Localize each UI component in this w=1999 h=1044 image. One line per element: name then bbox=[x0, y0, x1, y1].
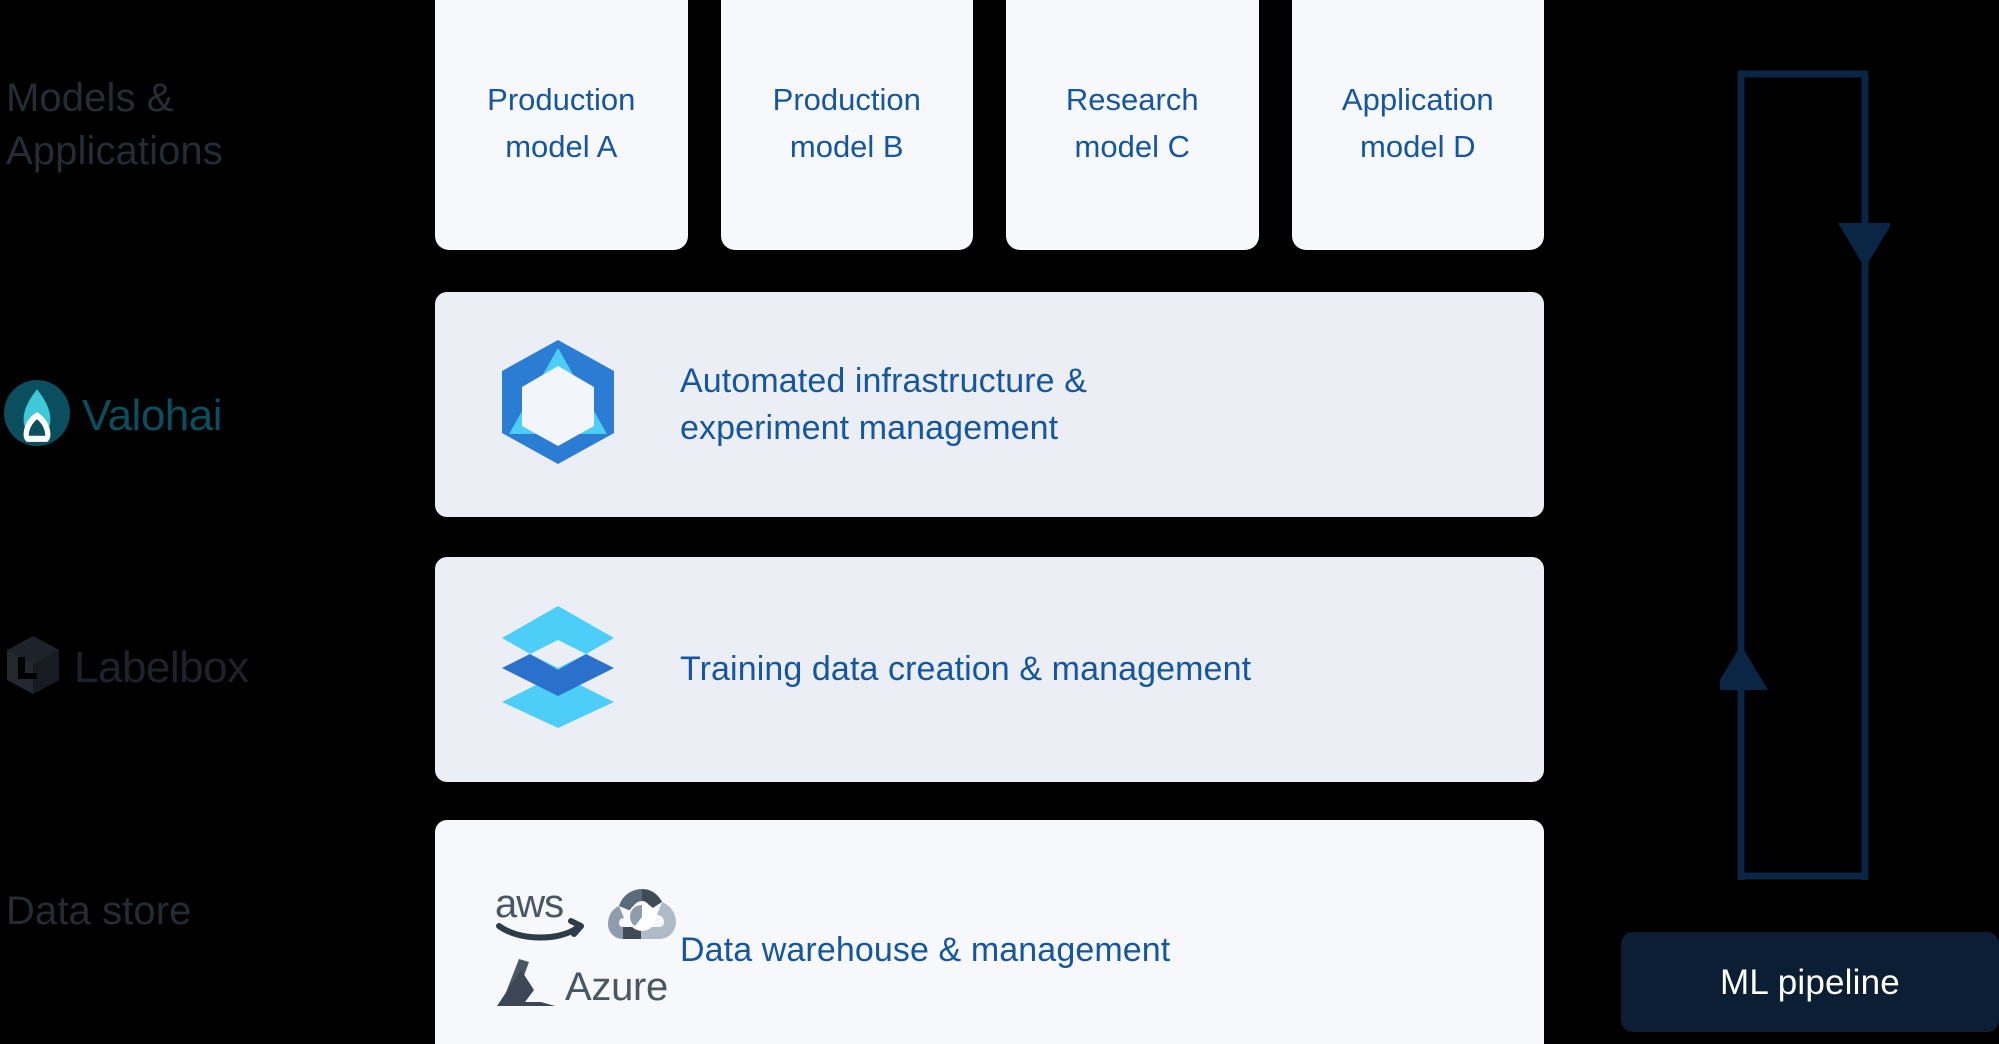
brand-valohai: Valohai bbox=[4, 380, 223, 451]
valohai-brand-name: Valohai bbox=[82, 390, 223, 440]
ml-pipeline-loop bbox=[1714, 70, 1892, 880]
svg-text:aws: aws bbox=[495, 883, 563, 926]
azure-wordmark: Azure bbox=[565, 964, 668, 1009]
cloud-logo-line-top: aws bbox=[493, 882, 677, 950]
stack-row-valohai[interactable]: Automated infrastructure & experiment ma… bbox=[435, 292, 1544, 517]
valohai-row-text: Automated infrastructure & experiment ma… bbox=[680, 361, 1088, 447]
labelbox-row-text: Training data creation & management bbox=[680, 650, 1252, 688]
stack-row-labelbox[interactable]: Training data creation & management bbox=[435, 557, 1544, 782]
labelbox-brand-name: Labelbox bbox=[74, 642, 249, 692]
stack-row-datastore[interactable]: aws bbox=[435, 820, 1544, 1044]
azure-logo-icon bbox=[493, 956, 559, 1017]
arrow-up-icon bbox=[1714, 645, 1768, 690]
model-card-application-d[interactable]: Application model D bbox=[1291, 0, 1544, 250]
valohai-row-icon-slot bbox=[435, 338, 680, 471]
labelbox-layers-icon bbox=[498, 604, 618, 735]
ml-pipeline-badge-label: ML pipeline bbox=[1720, 962, 1900, 1002]
valohai-logo-icon bbox=[4, 380, 70, 451]
ml-pipeline-badge[interactable]: ML pipeline bbox=[1621, 932, 1999, 1032]
cloud-logo-line-bottom: Azure bbox=[493, 956, 668, 1017]
brand-labelbox: Labelbox bbox=[4, 634, 249, 701]
model-card-research-c[interactable]: Research model C bbox=[1006, 0, 1259, 250]
valohai-hexagon-icon bbox=[499, 338, 617, 471]
cloud-providers-cluster: aws bbox=[435, 882, 680, 1017]
model-card-production-a[interactable]: Production model A bbox=[435, 0, 688, 250]
google-cloud-logo-icon bbox=[607, 885, 677, 948]
labelbox-row-icon-slot bbox=[435, 604, 680, 735]
datastore-row-text: Data warehouse & management bbox=[680, 930, 1171, 969]
aws-logo-icon: aws bbox=[493, 882, 585, 950]
model-card-production-b[interactable]: Production model B bbox=[720, 0, 973, 250]
arrow-down-icon bbox=[1838, 223, 1892, 268]
rail-label-data-store: Data store bbox=[6, 889, 192, 933]
rail-label-models-applications: Models & Applications bbox=[6, 76, 223, 173]
labelbox-logo-icon bbox=[4, 634, 62, 701]
model-cards-row: Production model A Production model B Re… bbox=[435, 0, 1544, 250]
